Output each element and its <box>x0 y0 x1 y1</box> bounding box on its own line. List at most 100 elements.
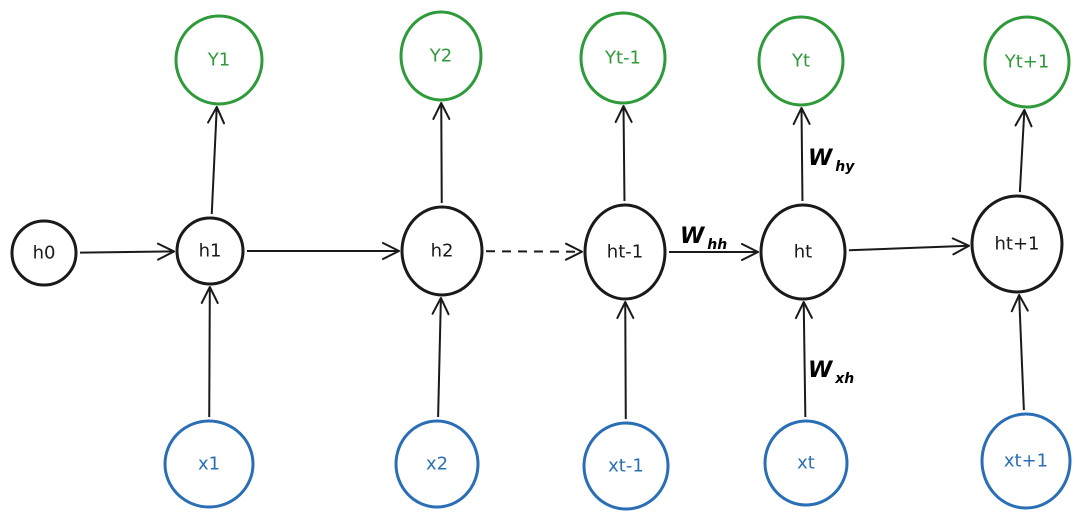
edge-line <box>802 301 807 418</box>
node-ytp1-label: Yt+1 <box>1004 52 1050 73</box>
node-x2-label: x2 <box>426 454 448 475</box>
weight-xh-main: W <box>808 358 834 383</box>
edge-line <box>79 250 175 254</box>
edge-xtp1-to-htp1 <box>1010 293 1029 411</box>
node-htm1: ht-1 <box>583 203 667 301</box>
node-x2-circle <box>394 419 480 509</box>
weight-hy-sub: hy <box>835 159 855 175</box>
edge-htp1-to-ytp1 <box>1014 108 1033 193</box>
edge-h1-to-h2 <box>247 242 400 260</box>
arrowhead <box>156 242 176 261</box>
node-ht: ht <box>759 203 847 301</box>
node-htp1-label: ht+1 <box>995 234 1040 255</box>
node-ytm1: Yt-1 <box>579 11 667 105</box>
node-xtp1-label: xt+1 <box>1004 451 1048 472</box>
arrowhead <box>1014 108 1033 128</box>
node-x2: x2 <box>394 419 480 509</box>
weight-hh-main: W <box>680 224 706 249</box>
node-y2-label: Y2 <box>429 46 452 67</box>
edge-h2-to-y2 <box>432 101 451 204</box>
weight-hh-sub: hh <box>707 237 727 253</box>
edge-line <box>624 301 627 420</box>
node-x1: x1 <box>163 419 255 509</box>
edge-line <box>1018 109 1026 193</box>
node-htp1-circle <box>970 194 1064 294</box>
node-y1: Y1 <box>174 14 264 106</box>
node-x1-label: x1 <box>198 454 220 475</box>
node-h1: h1 <box>175 216 245 286</box>
arrowhead <box>564 242 584 261</box>
node-ytm1-circle <box>579 11 667 105</box>
edge-x1-to-h1 <box>200 285 219 418</box>
node-xt: xt <box>763 419 849 507</box>
node-y2-circle <box>399 10 483 102</box>
arrowhead <box>200 285 219 305</box>
node-htm1-label: ht-1 <box>607 242 643 263</box>
edge-ht-to-yt <box>792 106 811 202</box>
edge-xtm1-to-htm1 <box>616 300 635 420</box>
node-htm1-circle <box>583 203 667 301</box>
edge-line <box>440 102 443 204</box>
arrowhead <box>792 106 811 126</box>
arrowhead <box>741 243 759 261</box>
node-h1-circle <box>175 216 245 286</box>
node-xtp1-circle <box>980 412 1072 510</box>
edge-htm1-to-ytm1 <box>614 104 633 202</box>
edge-line <box>622 105 626 202</box>
arrowhead <box>794 300 813 320</box>
edge-line <box>485 250 583 253</box>
node-xtm1: xt-1 <box>582 421 670 511</box>
arrowhead <box>614 104 633 124</box>
node-xt-label: xt <box>797 453 815 474</box>
arrowhead <box>431 296 450 316</box>
arrowhead <box>432 101 451 121</box>
node-h2-circle <box>400 205 484 297</box>
node-yt: Yt <box>757 15 845 107</box>
edge-line <box>800 107 804 202</box>
edge-ht-to-htp1 <box>848 237 971 256</box>
edge-line <box>848 244 970 252</box>
edge-line <box>437 297 442 418</box>
node-yt-label: Yt <box>791 51 810 72</box>
edge-line <box>208 286 211 418</box>
node-ht-circle <box>759 203 847 301</box>
node-xtm1-label: xt-1 <box>608 456 644 477</box>
node-y2: Y2 <box>399 10 483 102</box>
arrowhead <box>616 300 635 320</box>
edge-h0-to-h1 <box>79 242 176 261</box>
node-xtp1: xt+1 <box>980 412 1072 510</box>
node-ytp1-circle <box>983 15 1071 109</box>
weight-hy-main: W <box>808 146 834 171</box>
node-h0-label: h0 <box>33 243 56 264</box>
arrowhead <box>207 105 226 125</box>
edge-x2-to-h2 <box>431 296 450 418</box>
node-xtm1-circle <box>582 421 670 511</box>
node-ytm1-label: Yt-1 <box>604 48 641 69</box>
node-y1-circle <box>174 14 264 106</box>
node-y1-label: Y1 <box>207 50 230 71</box>
edge-h2-to-htm1 <box>485 242 584 261</box>
node-h0: h0 <box>10 219 78 287</box>
edge-xt-to-ht <box>794 300 813 418</box>
node-ytp1: Yt+1 <box>983 15 1071 109</box>
edge-htm1-to-ht <box>669 243 759 261</box>
weight-xh-sub: xh <box>834 371 854 387</box>
node-h0-circle <box>10 219 78 287</box>
edge-line <box>210 106 218 215</box>
edges-layer <box>79 101 1033 420</box>
node-h1-label: h1 <box>199 241 222 262</box>
arrowhead <box>382 242 400 260</box>
arrowhead <box>951 237 971 256</box>
node-yt-circle <box>757 15 845 107</box>
edge-line <box>1018 294 1025 411</box>
edge-h1-to-y1 <box>207 105 226 215</box>
node-ht-label: ht <box>794 242 812 263</box>
arrowhead <box>1010 293 1029 313</box>
